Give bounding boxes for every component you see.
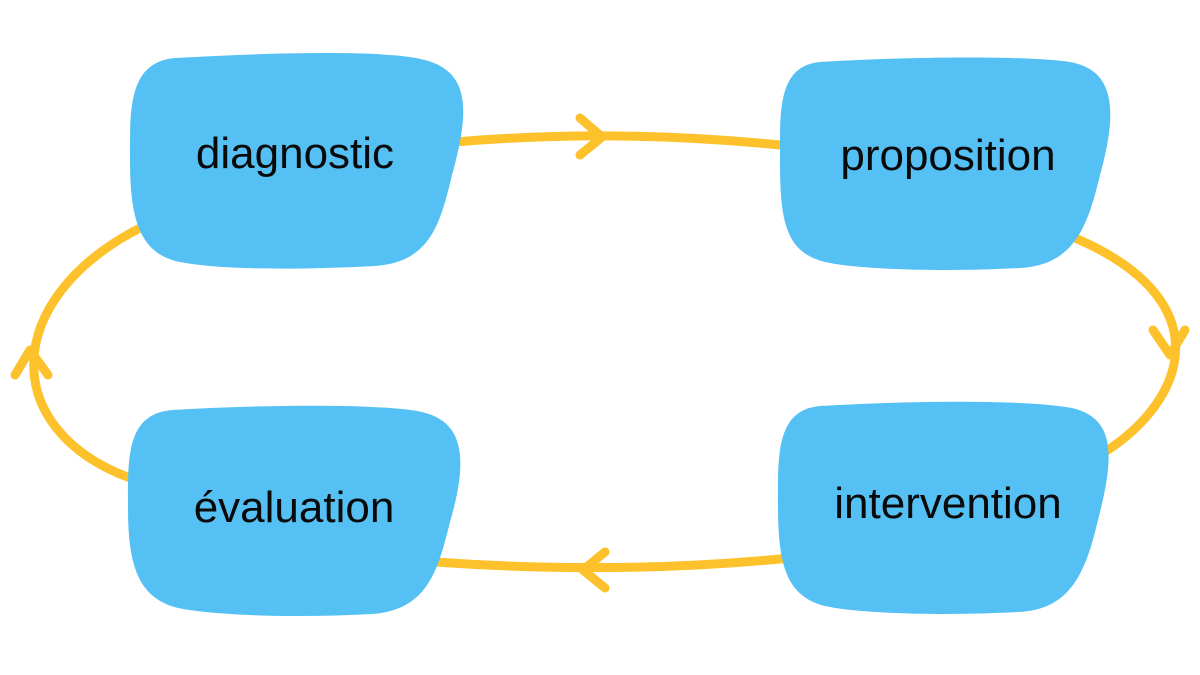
node-intervention: intervention — [777, 401, 1109, 614]
arrowhead-proposition-to-intervention — [1148, 325, 1190, 360]
arrowhead-evaluation-to-diagnostic — [10, 345, 53, 380]
node-label: proposition — [840, 131, 1055, 180]
arrowhead-intervention-to-evaluation — [578, 547, 610, 593]
node-evaluation: évaluation — [127, 405, 461, 616]
node-proposition: proposition — [779, 57, 1111, 270]
connectors — [10, 113, 1190, 593]
node-label: diagnostic — [196, 129, 394, 178]
node-diagnostic: diagnostic — [129, 53, 464, 269]
node-box — [779, 57, 1111, 270]
node-box — [129, 53, 464, 269]
node-label: intervention — [834, 479, 1061, 528]
arrowhead-diagnostic-to-proposition — [575, 113, 607, 160]
arrow-diagnostic-to-proposition — [450, 131, 795, 151]
node-box — [777, 401, 1109, 614]
arrow-intervention-to-evaluation — [430, 553, 795, 573]
node-box — [127, 405, 461, 616]
node-label: évaluation — [194, 483, 395, 532]
arrow-evaluation-to-diagnostic — [29, 223, 145, 483]
